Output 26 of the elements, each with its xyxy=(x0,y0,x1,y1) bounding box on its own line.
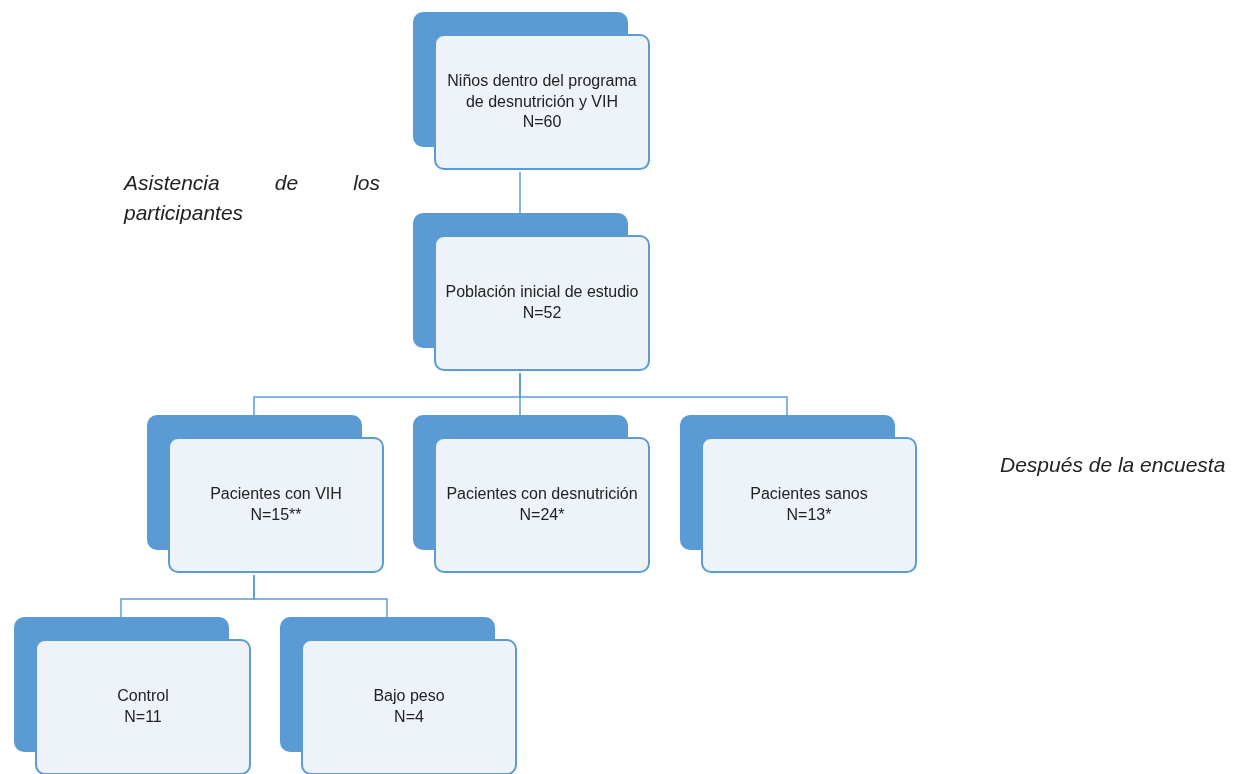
side-note: Asistencia de los participantes xyxy=(124,170,380,227)
node-text: N=52 xyxy=(522,303,562,323)
stacked-card xyxy=(14,617,254,774)
stacked-card xyxy=(413,12,653,172)
node-text: N=15** xyxy=(250,505,302,525)
stacked-card xyxy=(147,415,387,575)
node-text: Pacientes sanos xyxy=(750,484,868,505)
node-text: N=60 xyxy=(522,112,562,133)
side-note: Después de la encuesta xyxy=(1000,452,1227,478)
node-text: Niños dentro del programa de desnutrición y VIH xyxy=(446,70,638,112)
node-text: Control xyxy=(117,686,169,707)
node-text: N=13* xyxy=(786,505,832,525)
connector-line xyxy=(519,372,788,416)
node-text: Bajo peso xyxy=(373,686,445,707)
stacked-card xyxy=(413,213,653,373)
connector-line xyxy=(253,574,388,618)
node-text: Pacientes con VIH xyxy=(210,484,342,505)
node-text: N=4 xyxy=(394,707,424,727)
stacked-card xyxy=(280,617,520,774)
node-text: Población inicial de estudio xyxy=(445,282,639,303)
stacked-card xyxy=(413,415,653,575)
node-text: Pacientes con desnutrición xyxy=(446,484,638,505)
node-text: N=11 xyxy=(124,707,162,727)
node-text: N=24* xyxy=(519,505,565,525)
stacked-card xyxy=(680,415,920,575)
connector-line xyxy=(519,171,521,214)
